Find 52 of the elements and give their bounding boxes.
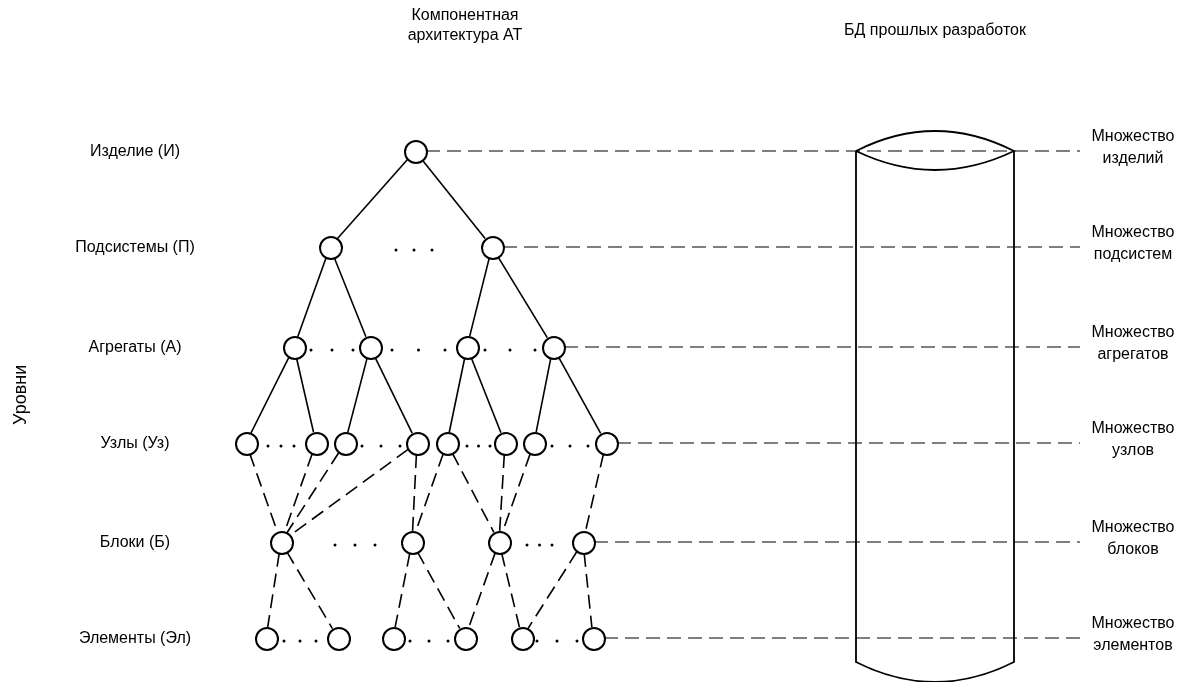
tree-node-circle [436,432,460,456]
tree-node-circle [382,627,406,651]
level-label: Блоки (Б) [98,532,172,552]
dashed-connector [266,552,281,628]
dashed-connector [527,550,578,630]
dashed-connector [411,453,418,532]
axis-label: Уровни [9,365,31,425]
tree-node-circle [488,531,512,555]
tree-connector [296,256,328,338]
tree-node-circle [334,432,358,456]
tree-node-circle [319,236,343,260]
tree-node-circle [542,336,566,360]
diagram-title: Компонентная архитектура АТ [406,5,524,45]
tree-node-circle [327,627,351,651]
tree-node-circle [582,627,606,651]
tree-node-circle [305,432,329,456]
set-label: Множество узлов [1080,417,1186,461]
tree-node-circle [595,432,619,456]
tree-node-circle [404,140,428,164]
set-label: Множество блоков [1080,516,1186,560]
level-label: Узлы (Уз) [99,433,171,453]
tree-node-circle [494,432,518,456]
dashed-connector [583,552,593,628]
set-label: Множество агрегатов [1080,321,1186,365]
dashed-connector [286,451,340,534]
tree-connector [250,356,290,434]
set-label: Множество элементов [1080,612,1186,656]
tree-connector [336,158,409,240]
set-label: Множество изделий [1080,125,1186,169]
level-label: Агрегаты (А) [87,337,183,357]
tree-node-circle [523,432,547,456]
level-label: Подсистемы (П) [74,237,196,257]
tree-connector [535,357,552,433]
tree-node-circle [359,336,383,360]
tree-node-circle [235,432,259,456]
dashed-connector [498,453,506,532]
level-label: Элементы (Эл) [77,628,193,648]
tree-node-circle [255,627,279,651]
tree-node-circle [511,627,535,651]
tree-node-circle [456,336,480,360]
tree-node-circle [481,236,505,260]
tree-node-circle [401,531,425,555]
tree-node-circle [572,531,596,555]
tree-node-circle [406,432,430,456]
tree-node-circle [283,336,307,360]
set-label: Множество подсистем [1080,221,1186,265]
tree-node-circle [454,627,478,651]
dashed-connector [394,552,411,628]
tree-node-circle [270,531,294,555]
database-heading: БД прошлых разработок [843,20,1027,40]
tree-connector [374,356,413,434]
level-label: Изделие (И) [89,141,181,161]
